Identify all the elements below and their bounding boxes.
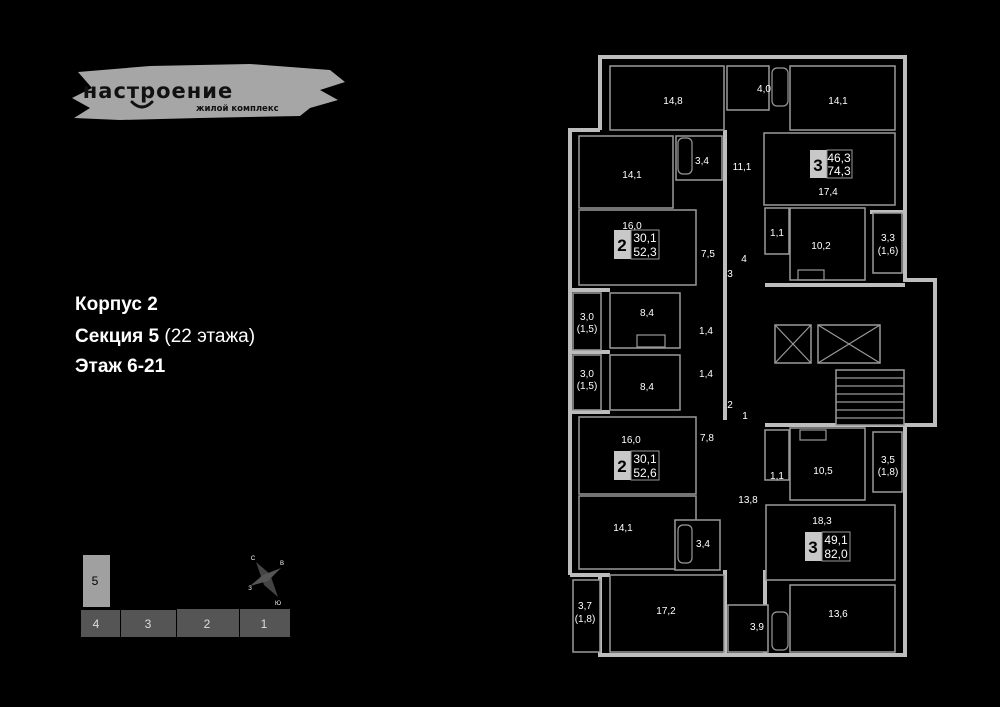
rooms-count: 2 [617,457,626,476]
room-area: 3,0 [580,312,594,323]
rooms-count: 3 [808,538,817,557]
room-area: 8,4 [640,308,654,319]
section-floors: (22 этажа) [164,326,256,347]
compass-east: В [280,561,284,567]
room-area: 16,0 [621,435,641,446]
room-area: 10,2 [811,241,831,252]
room-area: (1,5) [577,381,598,392]
compass-north: С [251,556,256,562]
room-area-labels: 14,8 4,0 14,1 14,1 3,4 11,1 17,4 16,0 7,… [575,84,899,633]
minimap-label: 3 [145,617,152,631]
room-area: 3,0 [580,369,594,380]
room-area: 3,5 [881,455,895,466]
apartment-badge-2-bottom[interactable]: 2 30,1 52,6 [614,450,660,481]
room-area: 2 [727,400,733,411]
logo: настроение жилой комплекс [72,64,345,120]
room-area: 3,7 [578,601,592,612]
room-area: 3,4 [696,539,710,550]
room-area: 16,0 [622,221,642,232]
compass-west: З [248,586,252,592]
smile-icon [130,100,154,109]
minimap-section-2[interactable] [177,609,239,637]
room-area: (1,6) [878,246,899,257]
total-area: 52,3 [633,245,657,259]
living-area: 30,1 [633,452,657,466]
logo-name: настроение [83,79,233,103]
room-area: (1,5) [577,324,598,335]
minimap-label: 4 [93,617,100,631]
room-area: 17,4 [818,187,838,198]
room-area: 18,3 [812,516,832,527]
minimap-label: 5 [92,574,99,588]
room-area: 3 [727,269,733,280]
room-area: 1,4 [699,369,713,380]
room-area: 1,4 [699,326,713,337]
room-area: 11,1 [733,162,752,173]
section-name: Секция 5 [75,326,160,347]
minimap-label: 1 [261,617,268,631]
total-area: 82,0 [824,547,848,561]
room-area: 14,1 [622,170,642,181]
rooms-count: 2 [617,236,626,255]
living-area: 46,3 [827,151,851,165]
room-area: 17,2 [656,606,676,617]
room-area: 1,1 [770,471,784,482]
room-area: 4,0 [757,84,771,95]
minimap-label: 2 [204,617,211,631]
apartment-badge-2-top[interactable]: 2 30,1 52,3 [614,229,660,260]
section-label: Секция 5 (22 этажа) [75,326,255,348]
room-area: 8,4 [640,382,654,393]
living-area: 49,1 [824,533,848,547]
floor-label: Этаж 6-21 [75,356,166,377]
room-area: 3,4 [695,156,709,167]
rooms-count: 3 [813,156,822,175]
room-area: 14,1 [613,523,633,534]
room-area: 3,3 [881,233,895,244]
room-area: 7,8 [700,433,714,444]
total-area: 52,6 [633,466,657,480]
logo-subtitle: жилой комплекс [196,104,279,114]
minimap-section-5[interactable] [83,555,110,607]
apartment-badge-3-bottom[interactable]: 3 49,1 82,0 [805,531,851,562]
section-minimap: 5 4 3 2 1 [81,555,290,637]
compass-south: Ю [275,601,281,607]
room-area: 13,8 [738,495,758,506]
minimap-section-3[interactable] [121,610,176,637]
room-area: (1,8) [878,467,899,478]
minimap-section-4[interactable] [81,610,120,637]
living-area: 30,1 [633,231,657,245]
apartment-badge-3-top[interactable]: 3 46,3 74,3 [810,149,853,179]
room-area: 10,5 [813,466,833,477]
room-area: (1,8) [575,614,596,625]
room-area: 14,8 [663,96,683,107]
building-label: Корпус 2 [75,294,158,315]
total-area: 74,3 [827,164,851,178]
minimap-section-1[interactable] [240,609,290,637]
compass-icon: С В З Ю [248,556,284,607]
room-area: 13,6 [828,609,848,620]
room-area: 1 [742,411,748,422]
room-area: 7,5 [701,249,715,260]
room-area: 1,1 [770,228,784,239]
room-area: 4 [741,254,747,265]
rooms [572,65,905,653]
room-area: 14,1 [828,96,848,107]
room-area: 3,9 [750,622,764,633]
